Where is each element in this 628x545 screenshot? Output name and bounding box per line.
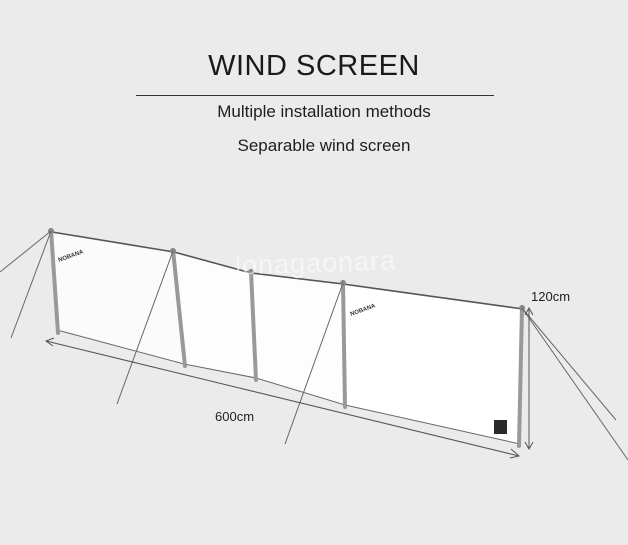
title-divider bbox=[136, 95, 494, 96]
feature-line-2: Separable wind screen bbox=[237, 136, 411, 155]
poles bbox=[49, 228, 524, 448]
feature-line-1: Multiple installation methods bbox=[217, 102, 431, 121]
length-label: 600cm bbox=[215, 409, 255, 424]
length-dimension bbox=[44, 337, 521, 459]
pole-4 bbox=[341, 280, 347, 409]
product-tag bbox=[494, 420, 507, 434]
height-label: 120cm bbox=[531, 289, 571, 304]
pole-2 bbox=[171, 248, 187, 368]
pole-1 bbox=[49, 228, 60, 335]
pole-5 bbox=[517, 305, 524, 448]
height-dimension bbox=[524, 306, 534, 451]
watermark: lonagaonara bbox=[234, 245, 397, 281]
panel-mid-right bbox=[250, 272, 346, 406]
page-title: WIND SCREEN bbox=[208, 50, 420, 82]
guy-ropes bbox=[0, 230, 628, 461]
pole-3 bbox=[249, 269, 258, 382]
panel-left bbox=[51, 231, 185, 365]
